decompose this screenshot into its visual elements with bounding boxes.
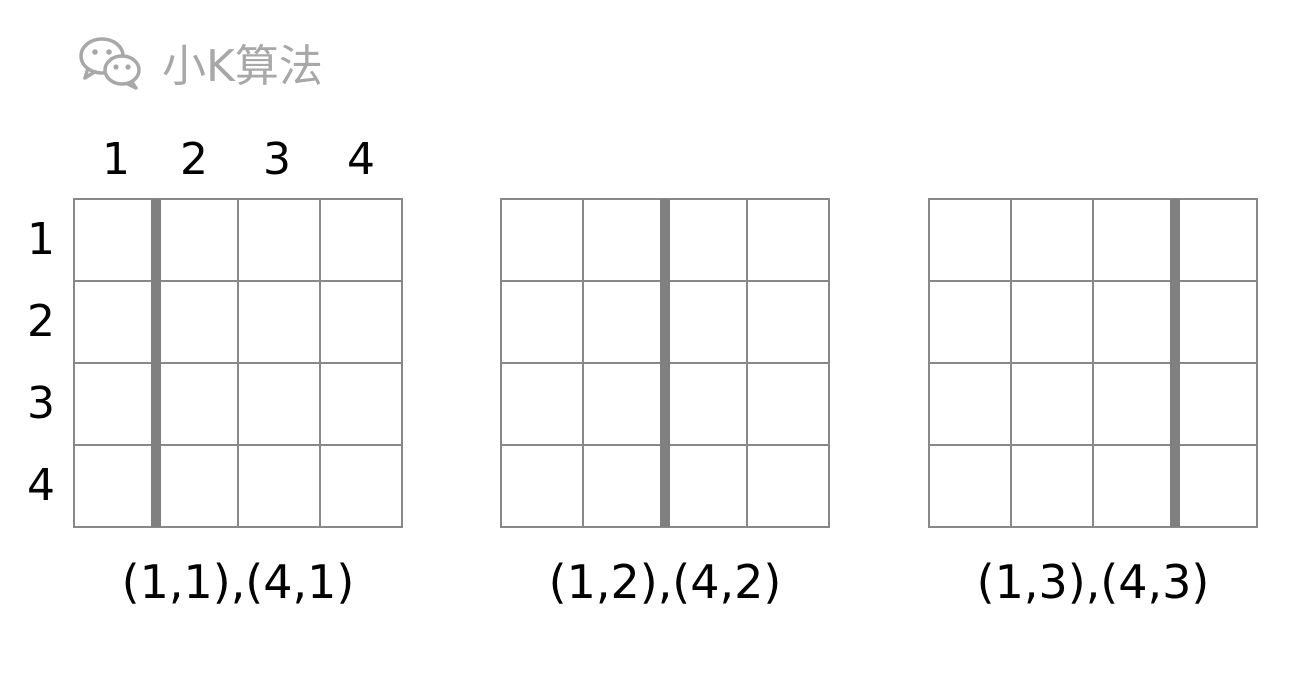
- grid-cell-r3-c4: [1174, 362, 1258, 446]
- grid-cell-r3-c1: [928, 362, 1012, 446]
- watermark-text: 小K算法: [162, 41, 323, 92]
- grid-cell-r4-c1: [73, 444, 157, 528]
- grid-cell-r1-c1: [928, 198, 1012, 282]
- grid-cell-r1-c4: [319, 198, 403, 282]
- grid-cell-r3-c2: [155, 362, 239, 446]
- grid-cell-r2-c3: [1092, 280, 1176, 364]
- grid-cell-r1-c3: [237, 198, 321, 282]
- grid-cell-r4-c2: [1010, 444, 1094, 528]
- grid-cell-r1-c2: [155, 198, 239, 282]
- panel-caption: (1,2),(4,2): [548, 555, 782, 609]
- row-header: 1: [27, 214, 55, 265]
- watermark: 小K算法: [78, 32, 323, 92]
- grid-cell-r4-c4: [746, 444, 830, 528]
- grid-cell-r3-c3: [664, 362, 748, 446]
- cut-line: [1170, 199, 1180, 527]
- grid-cell-r1-c2: [1010, 198, 1094, 282]
- column-header: 3: [263, 134, 291, 185]
- grid-cell-r2-c3: [237, 280, 321, 364]
- grid-cell-r1-c2: [582, 198, 666, 282]
- row-header: 3: [27, 378, 55, 429]
- grid-cell-r3-c1: [500, 362, 584, 446]
- grid-panel-1: [73, 198, 403, 528]
- grid-cell-r3-c3: [1092, 362, 1176, 446]
- grid-cell-r4-c3: [237, 444, 321, 528]
- grid-cell-r3-c4: [319, 362, 403, 446]
- grid-cell-r2-c1: [928, 280, 1012, 364]
- grid-cell-r4-c3: [1092, 444, 1176, 528]
- column-header: 4: [347, 134, 375, 185]
- grid-cell-r1-c1: [73, 198, 157, 282]
- grid-cell-r1-c1: [500, 198, 584, 282]
- panel-caption: (1,1),(4,1): [121, 555, 355, 609]
- row-header: 4: [27, 460, 55, 511]
- grid-cell-r2-c4: [1174, 280, 1258, 364]
- grid-cell-r2-c4: [746, 280, 830, 364]
- grid-cell-r2-c2: [1010, 280, 1094, 364]
- grid-cell-r3-c3: [237, 362, 321, 446]
- grid-cell-r1-c3: [1092, 198, 1176, 282]
- grid-cell-r4-c2: [155, 444, 239, 528]
- wechat-icon: [79, 37, 141, 90]
- grid-cell-r3-c2: [582, 362, 666, 446]
- grid-cell-r4-c3: [664, 444, 748, 528]
- grid-cell-r2-c2: [155, 280, 239, 364]
- cut-line: [151, 199, 161, 527]
- grid-cell-r1-c4: [746, 198, 830, 282]
- grid-cell-r4-c1: [928, 444, 1012, 528]
- grid-cell-r3-c4: [746, 362, 830, 446]
- grid-cell-r1-c4: [1174, 198, 1258, 282]
- grid-cell-r2-c1: [73, 280, 157, 364]
- column-header: 1: [102, 134, 130, 185]
- column-header: 2: [180, 134, 208, 185]
- grid-cell-r3-c2: [1010, 362, 1094, 446]
- grid-panel-3: [928, 198, 1258, 528]
- grid-cell-r2-c1: [500, 280, 584, 364]
- grid-cell-r4-c2: [582, 444, 666, 528]
- grid-cell-r2-c2: [582, 280, 666, 364]
- panel-caption: (1,3),(4,3): [976, 555, 1210, 609]
- grid-cell-r4-c4: [319, 444, 403, 528]
- row-header: 2: [27, 296, 55, 347]
- cut-line: [660, 199, 670, 527]
- grid-cell-r3-c1: [73, 362, 157, 446]
- grid-panel-2: [500, 198, 830, 528]
- grid-cell-r1-c3: [664, 198, 748, 282]
- grid-cell-r4-c1: [500, 444, 584, 528]
- grid-cell-r4-c4: [1174, 444, 1258, 528]
- grid-cell-r2-c4: [319, 280, 403, 364]
- grid-cell-r2-c3: [664, 280, 748, 364]
